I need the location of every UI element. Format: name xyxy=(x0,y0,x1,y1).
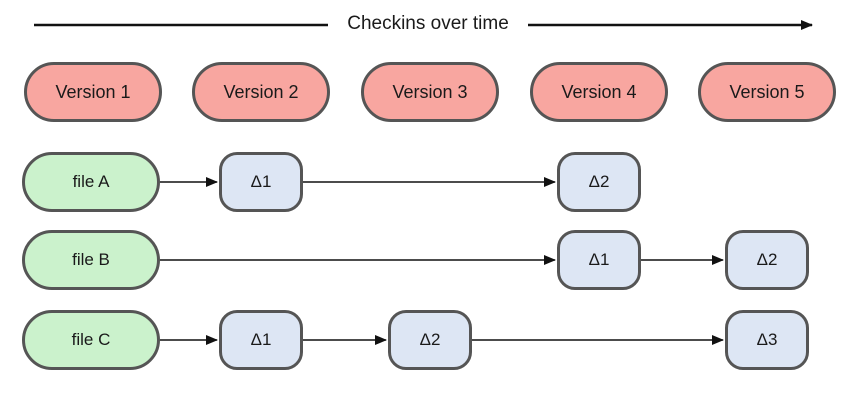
timeline-label: Checkins over time xyxy=(328,9,528,39)
file-a-box: file A xyxy=(22,152,160,212)
version-5-box: Version 5 xyxy=(698,62,836,122)
version-3-box: Version 3 xyxy=(361,62,499,122)
file-a-delta-1-box: Δ1 xyxy=(219,152,303,212)
file-arrows xyxy=(160,177,724,345)
file-b-delta-1-box: Δ1 xyxy=(557,230,641,290)
version-2-box: Version 2 xyxy=(192,62,330,122)
file-b-delta-2-box: Δ2 xyxy=(725,230,809,290)
file-a-delta-2-box: Δ2 xyxy=(557,152,641,212)
file-c-delta-1-box: Δ1 xyxy=(219,310,303,370)
file-c-delta-2-box: Δ2 xyxy=(388,310,472,370)
version-1-box: Version 1 xyxy=(24,62,162,122)
file-c-delta-3-box: Δ3 xyxy=(725,310,809,370)
file-b-box: file B xyxy=(22,230,160,290)
file-c-box: file C xyxy=(22,310,160,370)
version-4-box: Version 4 xyxy=(530,62,668,122)
